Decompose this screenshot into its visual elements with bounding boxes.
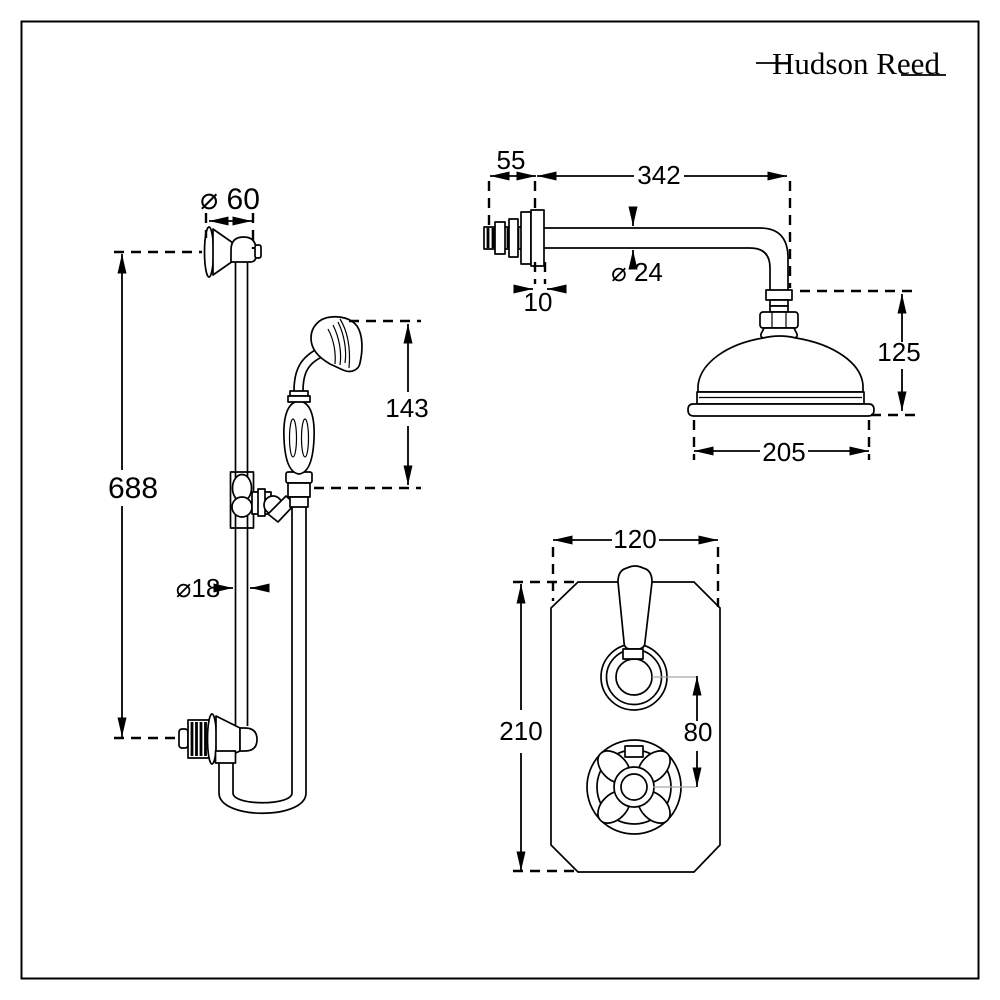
top-elbow-nub (254, 244, 262, 259)
diverter-control (600, 565, 668, 711)
head-face-hatch (327, 321, 347, 366)
head-face-rim (339, 318, 351, 369)
hose-outlet (214, 750, 237, 764)
grip-slot-right (300, 418, 310, 458)
valve-drawing: 120 210 80 (499, 524, 721, 873)
shower-arm-product (483, 209, 875, 417)
slider-knob-ball (231, 496, 253, 518)
slider-assembly (231, 473, 296, 523)
dim-205-extensions (692, 420, 871, 460)
dim-688-label: 688 (108, 472, 158, 505)
bottom-elbow-body (239, 727, 258, 752)
valve-dimensions: 120 210 80 (499, 524, 720, 873)
diverter-base-inner (615, 658, 653, 696)
dim-55-label: 55 (497, 145, 526, 175)
dim-342-label: 342 (637, 160, 680, 190)
shower-head-drawing: 55 342 ⌀ 24 10 125 205 (483, 145, 921, 467)
dim-80-label: 80 (684, 717, 713, 747)
arm-tube-inner (543, 247, 771, 292)
dim-55-extensions (487, 181, 537, 226)
dim-143-extensions (314, 319, 421, 490)
fixing-disc (520, 211, 532, 265)
hex-nut-facets (771, 312, 787, 328)
arm-tube-outer (543, 227, 789, 292)
head-connector (759, 289, 799, 339)
connector-ring-2 (769, 305, 789, 313)
dim-210-label: 210 (499, 716, 542, 746)
connector-collar (765, 289, 793, 301)
top-wall-bracket (203, 226, 262, 278)
handset-grip (283, 400, 315, 475)
lever-neck (622, 648, 644, 660)
bottom-wall-bracket (178, 713, 258, 765)
dim-24-label: ⌀ 24 (611, 257, 663, 287)
slide-rail-drawing: ⌀ 60 688 143 ⌀18 (108, 183, 429, 815)
dim-60-extensions (204, 213, 255, 249)
arm-wall-fixing (483, 209, 545, 267)
dim-210-extensions (513, 580, 577, 873)
slide-rail-product (178, 226, 363, 815)
shower-arm-dimensions: 55 342 ⌀ 24 10 125 205 (487, 145, 921, 467)
dim-120-label: 120 (613, 524, 656, 554)
dim-60-label: ⌀ 60 (200, 183, 260, 216)
dim-10-extensions (533, 262, 547, 284)
hose-nut (289, 496, 309, 508)
valve-product (550, 565, 721, 873)
dim-125-extensions (800, 289, 917, 417)
handset (283, 315, 363, 475)
wall-plate (530, 209, 545, 267)
handset-cradle (285, 471, 313, 508)
crosshead-top-tab (624, 745, 644, 758)
head-rim-lip (687, 403, 875, 417)
cradle-body (287, 482, 311, 498)
connector-hex-nut (759, 311, 799, 329)
slide-rail-dimensions: ⌀ 60 688 143 ⌀18 (108, 183, 429, 740)
dim-18-label: ⌀18 (176, 573, 221, 603)
head-bell (697, 335, 864, 393)
grip-slot-left (288, 418, 298, 458)
dim-125-label: 125 (877, 337, 920, 367)
connector-ring-1 (769, 299, 789, 307)
thermostatic-control (586, 739, 682, 835)
grip-collar-bottom (287, 395, 311, 403)
dim-10-label: 10 (524, 287, 553, 317)
fixing-washer (508, 218, 519, 258)
fixing-nut (494, 221, 506, 255)
top-elbow-dome (230, 236, 257, 263)
top-flange-cone (212, 228, 234, 276)
dim-205-label: 205 (762, 437, 805, 467)
handset-head (310, 315, 363, 373)
fixed-head (687, 335, 875, 417)
dim-120-extensions (551, 547, 720, 607)
crosshead-hub (620, 773, 648, 801)
dim-143-label: 143 (385, 393, 428, 423)
thread-ribs (190, 722, 207, 756)
brand-logo: Hudson Reed (756, 46, 946, 81)
shower-hose (218, 506, 307, 815)
page-border (20, 20, 980, 980)
wall-union-cap (178, 728, 189, 749)
dim-80-leaders (652, 676, 696, 788)
